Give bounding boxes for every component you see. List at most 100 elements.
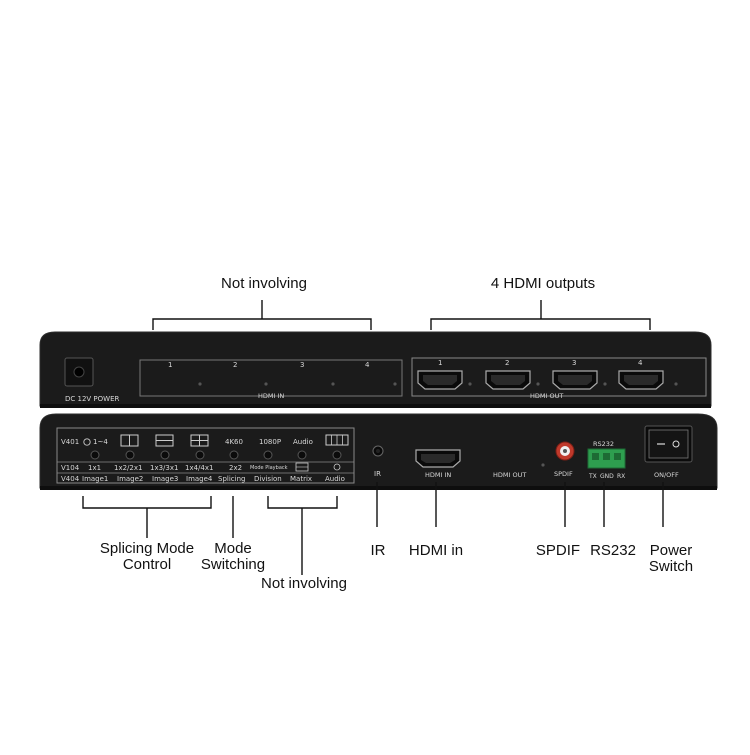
ir-label: IR: [374, 470, 381, 478]
power-label: ON/OFF: [654, 471, 679, 479]
hdmi-in-led-3: [331, 382, 335, 386]
hdmi-out-led-4: [674, 382, 678, 386]
power-switch-rocker[interactable]: [648, 429, 689, 459]
hdmi-out-number-2: 2: [505, 359, 509, 367]
control-buttons: [90, 450, 342, 460]
control-button-6[interactable]: [263, 450, 273, 460]
control-button-2[interactable]: [125, 450, 135, 460]
row-v104-mode-playback: Mode Playback: [250, 465, 288, 471]
hdmi-in-number-3: 3: [300, 361, 304, 369]
hdmi-in-led-4: [393, 382, 397, 386]
hdmi-out-port-3: [552, 370, 598, 390]
hdmi-in-led-1: [198, 382, 202, 386]
callout-power-switch-text: Power Switch: [648, 542, 694, 575]
hdmi-out-port-2: [485, 370, 531, 390]
input-cycle-icon: [83, 438, 91, 446]
callout-ir: IR: [370, 542, 386, 559]
callout-mode-switching: Mode Switching: [192, 541, 274, 573]
row-v401-model: V401: [61, 438, 79, 446]
spdif-label: SPDIF: [554, 470, 573, 478]
rear-panel-device: DC 12V POWER 1 2 3 4 HDMI IN 1 2 3 4: [39, 331, 712, 408]
row-v104-1x1: 1x1: [88, 464, 101, 472]
hdmi-out-number-3: 3: [572, 359, 576, 367]
hdmi-out-led-2: [536, 382, 540, 386]
callout-mode-switching-text: Mode Switching: [200, 540, 266, 573]
callout-hdmi-outputs: 4 HDMI outputs: [490, 275, 596, 292]
rs232-pin-tx: TX: [588, 473, 597, 480]
callout-lines: [82, 300, 664, 575]
rs232-screw-1: [592, 453, 599, 460]
hdmi-out-number-4: 4: [638, 359, 643, 367]
front-panel-device: V401 1~4 4K60 1080P Audio V104 1x1: [39, 413, 718, 490]
bracket-splicing-mode: [82, 496, 212, 509]
control-panel-frame: [56, 427, 355, 484]
row-v404-audio: Audio: [325, 475, 345, 483]
control-button-1[interactable]: [90, 450, 100, 460]
rs232-pin-rx: RX: [617, 473, 625, 480]
rs232-label: RS232: [593, 440, 614, 448]
bracket-hdmi-outputs: [430, 318, 651, 330]
row-v401-4k60: 4K60: [225, 438, 243, 446]
callout-not-involving-bottom: Not involving: [261, 575, 347, 592]
front-panel-bottom-edge: [40, 486, 717, 490]
hdmi-in-number-1: 1: [168, 361, 172, 369]
bracket-not-involving-bottom: [267, 496, 338, 509]
callout-not-involving-top: Not involving: [221, 275, 307, 292]
rs232-screw-2: [603, 453, 610, 460]
dc-power-label: DC 12V POWER: [65, 395, 119, 403]
row-v104-1x4: 1x4/4x1: [185, 464, 213, 472]
callout-spdif: SPDIF: [535, 542, 581, 559]
control-button-4[interactable]: [195, 450, 205, 460]
hdmi-out-led: [541, 463, 545, 467]
row-v404-image2: Image2: [117, 475, 143, 483]
front-hdmi-in-label: HDMI IN: [425, 471, 451, 479]
control-button-5[interactable]: [229, 450, 239, 460]
hdmi-out-port-1: [417, 370, 463, 390]
row-v404-image1: Image1: [82, 475, 108, 483]
spdif-jack-hole: [563, 449, 567, 453]
power-off-mark-icon: [672, 440, 680, 448]
row-v401-1080p: 1080P: [259, 438, 281, 446]
dc-jack-hole: [73, 366, 85, 378]
row-v104-2x2: 2x2: [229, 464, 242, 472]
row-v104-1x3: 1x3/3x1: [150, 464, 178, 472]
row-v104-1x2: 1x2/2x1: [114, 464, 142, 472]
front-hdmi-out-label: HDMI OUT: [493, 471, 526, 479]
bracket-not-involving-top: [152, 318, 372, 330]
hdmi-out-number-1: 1: [438, 359, 442, 367]
hdmi-in-group-frame: [139, 359, 403, 397]
hdmi-in-group-label: HDMI IN: [258, 392, 284, 400]
row-v404-image4: Image4: [186, 475, 213, 483]
row-v404-image3: Image3: [152, 475, 178, 483]
rs232-screw-3: [614, 453, 621, 460]
callout-power-switch: Power Switch: [638, 543, 704, 575]
row-v404-matrix: Matrix: [290, 475, 312, 483]
front-hdmi-in-port: [415, 449, 461, 468]
ir-sensor-core: [376, 449, 380, 453]
hdmi-in-led-2: [264, 382, 268, 386]
row-v404-division: Division: [254, 475, 282, 483]
callout-splicing-mode-control-text: Splicing Mode Control: [99, 540, 195, 573]
rear-panel-bottom-edge: [40, 404, 711, 408]
rear-panel-body: [39, 331, 712, 407]
control-button-8[interactable]: [332, 450, 342, 460]
hdmi-out-port-4: [618, 370, 664, 390]
row-v401-inputs: 1~4: [93, 438, 108, 446]
row-v404-model: V404: [61, 475, 80, 483]
hdmi-out-group-frame: [411, 357, 707, 397]
hdmi-in-number-4: 4: [365, 361, 370, 369]
callout-splicing-mode-control: Splicing Mode Control: [88, 541, 206, 573]
hdmi-out-led-3: [603, 382, 607, 386]
rs232-pin-gnd: GND: [600, 473, 614, 480]
row-v401-audio: Audio: [293, 438, 313, 446]
hdmi-out-led-1: [468, 382, 472, 386]
hdmi-out-group-label: HDMI OUT: [530, 392, 563, 400]
control-button-3[interactable]: [160, 450, 170, 460]
callout-rs232: RS232: [590, 542, 636, 559]
control-button-7[interactable]: [297, 450, 307, 460]
hdmi-in-number-2: 2: [233, 361, 237, 369]
callout-hdmi-in: HDMI in: [408, 542, 464, 559]
audio-note-icon: [333, 463, 341, 471]
row-v404-splicing: Splicing: [218, 475, 245, 483]
